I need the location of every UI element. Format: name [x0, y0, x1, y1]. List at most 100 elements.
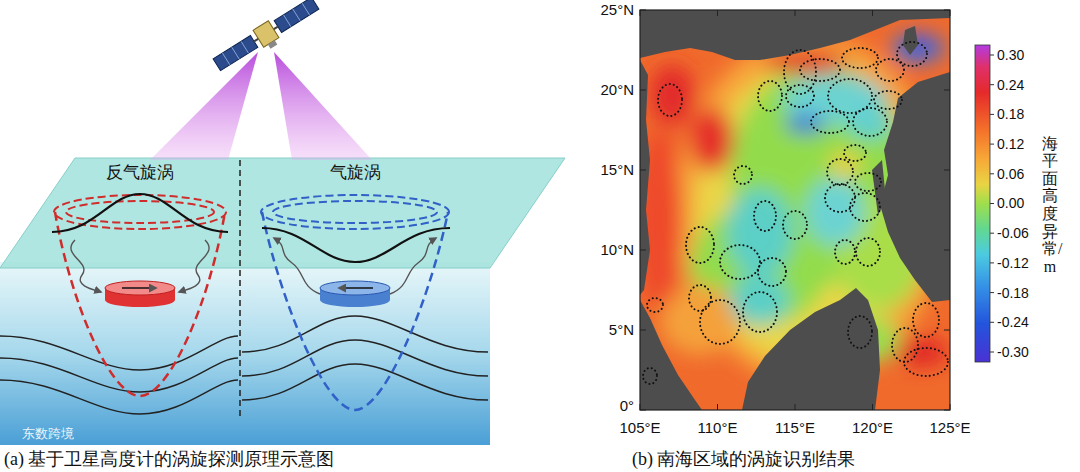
latitude-label: 10°N [600, 241, 634, 258]
colorbar-tick-mark [990, 173, 994, 174]
panel-a [0, 0, 565, 445]
tick-mark [640, 10, 641, 16]
colorbar-tick-mark [990, 84, 994, 85]
latitude-label: 0° [620, 397, 634, 414]
panel-grid [241, 41, 248, 53]
land [742, 288, 880, 410]
latitude-label: 15°N [600, 161, 634, 178]
flow-arrow [71, 240, 101, 292]
colorbar-tick-mark [990, 114, 994, 115]
colorbar-tick-label: -0.06 [997, 225, 1029, 241]
tick-mark [795, 10, 796, 16]
colorbar-tick-mark [990, 352, 994, 353]
eddy-contour [784, 50, 816, 94]
sla-blob [805, 178, 865, 246]
colorbar-tick-label: -0.30 [997, 344, 1029, 360]
colorbar-tick-mark [990, 55, 994, 56]
ocean-body [0, 262, 490, 445]
isotherm-line [0, 358, 238, 392]
eddy-contour [758, 81, 782, 111]
sla-blob [785, 114, 825, 134]
isotherm-line [0, 380, 238, 414]
colorbar-tick-label: -0.18 [997, 285, 1029, 301]
colorbar-tick-label: 0.24 [997, 77, 1024, 93]
sea-surface-plane [0, 158, 565, 268]
tick-mark [640, 90, 646, 91]
eddy-contour [913, 303, 939, 337]
flow-arrow [274, 238, 320, 294]
colorbar-tick-mark [990, 292, 994, 293]
sla-blob [829, 151, 861, 179]
solar-panel [213, 35, 258, 70]
eddy-contour [700, 300, 740, 344]
land [640, 10, 950, 60]
tick-mark [640, 250, 646, 251]
eddy-contour [897, 42, 927, 66]
land [903, 26, 918, 55]
land [880, 72, 950, 302]
eddy-contour [844, 145, 866, 161]
eddy-contour [743, 292, 777, 332]
tick-mark [717, 10, 718, 16]
sla-blob [690, 108, 734, 172]
divider-line [239, 160, 241, 420]
tick-mark [872, 404, 873, 410]
satellite [212, 0, 324, 77]
eddy-cone [262, 212, 448, 410]
eddy-ring [261, 195, 449, 229]
eddy-ring [66, 201, 214, 223]
land [640, 60, 650, 295]
eddy-ring [273, 201, 437, 223]
eddy-contour [827, 159, 853, 185]
colorbar-title: 海平面高度异常/m [1042, 135, 1058, 276]
eddy-contour [643, 368, 657, 384]
map-frame [640, 10, 950, 410]
eddy-contour [825, 184, 855, 212]
eddy-contour [853, 108, 887, 136]
eddy-type-label: 气旋涡 [330, 163, 381, 183]
eddy-contour [842, 48, 878, 68]
eddy-contour [754, 201, 776, 231]
sla-blob [650, 65, 694, 125]
colorbar-tick-mark [990, 233, 994, 234]
tick-mark [944, 250, 950, 251]
latitude-label: 5°N [609, 321, 634, 338]
panel-grid [293, 9, 300, 21]
panel-grid [283, 15, 290, 27]
eddy-contour [658, 84, 682, 116]
longitude-label: 105°E [619, 419, 660, 436]
panel-grid [232, 47, 239, 59]
panel-caption: (a) 基于卫星高度计的涡旋探测原理示意图 [4, 449, 334, 470]
rotation-arrow [122, 287, 156, 289]
sla-blob [660, 285, 740, 355]
colorbar-tick-mark [990, 322, 994, 323]
longitude-label: 115°E [775, 419, 815, 436]
longitude-label: 125°E [929, 419, 970, 436]
eddy-contour [783, 211, 807, 239]
tick-mark [872, 10, 873, 16]
isotherm-line [242, 364, 488, 400]
altimeter-beam [274, 52, 372, 160]
tick-mark [944, 170, 950, 171]
isotherm-line [242, 316, 488, 352]
tick-mark [795, 404, 796, 410]
eddy-contour [734, 166, 752, 184]
eddy-contour [876, 59, 904, 81]
flow-arrow [390, 238, 436, 294]
map-area [640, 10, 950, 410]
tick-mark [944, 90, 950, 91]
colorbar-tick-label: 0.06 [997, 166, 1024, 182]
colorbar-tick-mark [990, 144, 994, 145]
longitude-label: 120°E [852, 419, 893, 436]
colorbar-tick-label: 0.00 [997, 195, 1024, 211]
tick-mark [640, 330, 646, 331]
watermark: 东数跨境 [22, 427, 74, 442]
disk-top [320, 281, 390, 295]
tick-mark [944, 410, 950, 411]
eddy-contour [904, 348, 948, 376]
tick-mark [950, 10, 951, 16]
solar-panel [274, 0, 319, 33]
